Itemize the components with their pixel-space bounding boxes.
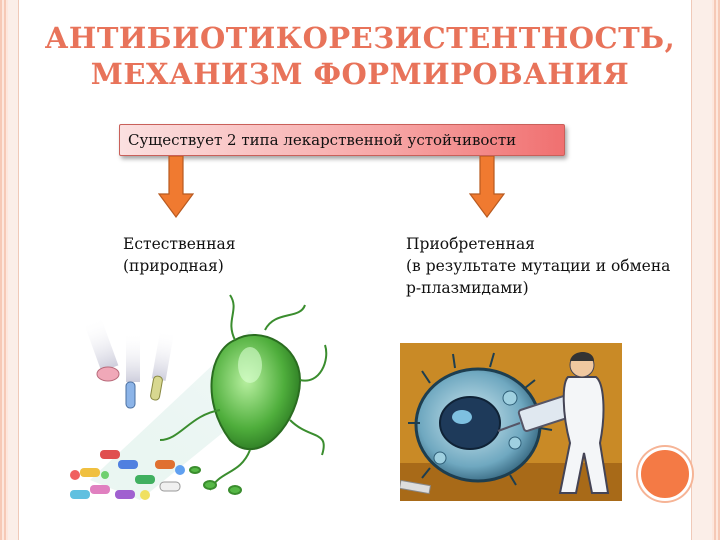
- bacterium-pills-illustration: [70, 294, 328, 500]
- acquired-resistance-label: Приобретенная (в результате мутации и об…: [406, 233, 670, 299]
- decorative-circle: [638, 447, 692, 501]
- title-line-1: АНТИБИОТИКОРЕЗИСТЕНТНОСТЬ,: [44, 21, 676, 55]
- natural-resistance-label: Естественная (природная): [123, 233, 236, 277]
- arrow-down-icon: [158, 156, 194, 218]
- left-decorative-border: [0, 0, 8, 540]
- acquired-line-3: р-плазмидами): [406, 279, 529, 297]
- natural-line-2: (природная): [123, 257, 224, 275]
- acquired-line-1: Приобретенная: [406, 235, 535, 253]
- slide-title: АНТИБИОТИКОРЕЗИСТЕНТНОСТЬ, МЕХАНИЗМ ФОРМ…: [40, 20, 680, 92]
- arrow-down-icon: [469, 156, 505, 218]
- banner-text: Существует 2 типа лекарственной устойчив…: [128, 131, 517, 149]
- scientist-syringe-cell-illustration: [400, 343, 622, 501]
- title-line-2: МЕХАНИЗМ ФОРМИРОВАНИЯ: [90, 57, 630, 91]
- natural-line-1: Естественная: [123, 235, 236, 253]
- right-decorative-border: [712, 0, 720, 540]
- acquired-line-2: (в результате мутации и обмена: [406, 257, 671, 275]
- resistance-types-banner: Существует 2 типа лекарственной устойчив…: [119, 124, 565, 156]
